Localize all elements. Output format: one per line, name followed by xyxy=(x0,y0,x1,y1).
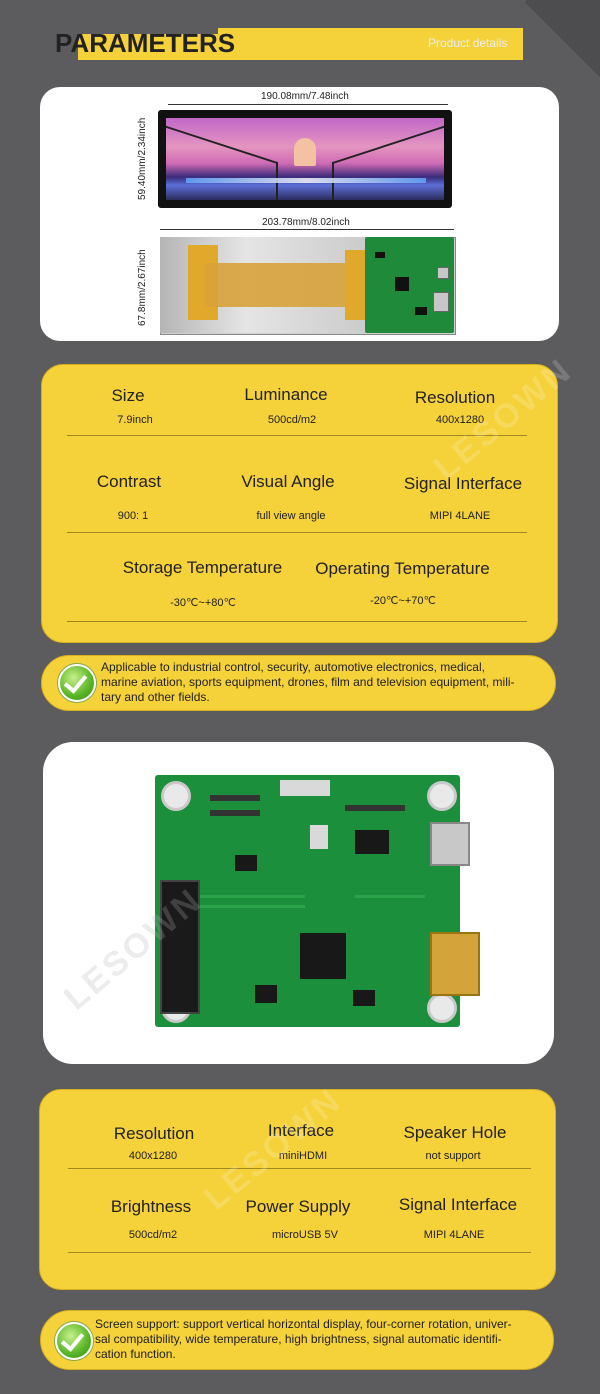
spec-title-signal-interface: Signal Interface xyxy=(403,474,523,493)
spec-card-2 xyxy=(39,1089,556,1290)
fpc-connector xyxy=(160,880,200,1014)
support-note-card xyxy=(40,1310,554,1370)
check-icon xyxy=(58,664,96,702)
spec-title-speaker-hole: Speaker Hole xyxy=(403,1123,507,1142)
spec-title-contrast: Contrast xyxy=(96,472,162,491)
support-note-text: Screen support: support vertical horizon… xyxy=(95,1317,512,1361)
spec-value-speaker-hole: not support xyxy=(425,1150,481,1162)
spec-title-resolution: Resolution xyxy=(414,388,496,407)
page-title: PARAMETERS xyxy=(55,28,236,58)
spec-title-brightness: Brightness xyxy=(110,1197,192,1216)
bottom-width-line xyxy=(160,229,454,230)
bottom-width-label: 203.78mm/8.02inch xyxy=(259,217,353,228)
spec-title-signal-interface-2: Signal Interface xyxy=(398,1195,518,1214)
divider xyxy=(68,1168,531,1169)
corner-decoration xyxy=(524,0,600,81)
spec-title-luminance: Luminance xyxy=(244,385,328,404)
spec-value-brightness: 500cd/m2 xyxy=(128,1229,178,1241)
spec-value-storage-temp: -30℃~+80℃ xyxy=(170,597,236,609)
divider xyxy=(67,621,527,622)
divider xyxy=(68,1252,531,1253)
spec-title-operating-temp: Operating Temperature xyxy=(315,559,490,578)
mini-hdmi-port xyxy=(430,932,480,996)
divider xyxy=(67,435,527,436)
application-note-text: Applicable to industrial control, securi… xyxy=(101,660,515,704)
top-width-label: 190.08mm/7.48inch xyxy=(258,91,352,102)
driver-board-image xyxy=(155,775,460,1027)
spec-value-resolution: 400x1280 xyxy=(435,414,485,426)
micro-usb-port xyxy=(430,822,470,866)
application-note-card xyxy=(41,655,556,711)
screen-front-image xyxy=(158,110,452,208)
spec-value-interface: miniHDMI xyxy=(278,1150,328,1162)
header-accent-bar xyxy=(78,34,523,60)
page-subtitle: Product details xyxy=(428,36,508,50)
bottom-height-label: 67.8mm/2.67inch xyxy=(137,249,148,326)
header-accent-line xyxy=(218,28,523,34)
check-icon xyxy=(55,1322,93,1360)
spec-value-signal-interface: MIPI 4LANE xyxy=(429,510,491,522)
spec-value-size: 7.9inch xyxy=(117,414,153,426)
spec-title-resolution-2: Resolution xyxy=(113,1124,195,1143)
spec-value-luminance: 500cd/m2 xyxy=(267,414,317,426)
spec-title-storage-temp: Storage Temperature xyxy=(122,558,283,577)
top-width-line xyxy=(168,104,448,105)
spec-value-visual-angle: full view angle xyxy=(256,510,326,522)
spec-value-contrast: 900: 1 xyxy=(117,510,149,522)
spec-title-power-supply: Power Supply xyxy=(245,1197,351,1216)
spec-value-operating-temp: -20℃~+70℃ xyxy=(370,595,436,607)
divider xyxy=(67,532,527,533)
spec-title-visual-angle: Visual Angle xyxy=(241,472,335,491)
spec-value-signal-interface-2: MIPI 4LANE xyxy=(423,1229,485,1241)
spec-title-size: Size xyxy=(111,386,145,405)
spec-card-1 xyxy=(41,364,558,643)
spec-title-interface: Interface xyxy=(267,1121,335,1140)
top-height-label: 59.40mm/2.34inch xyxy=(137,117,148,200)
spec-value-power-supply: microUSB 5V xyxy=(271,1229,339,1241)
spec-value-resolution-2: 400x1280 xyxy=(128,1150,178,1162)
